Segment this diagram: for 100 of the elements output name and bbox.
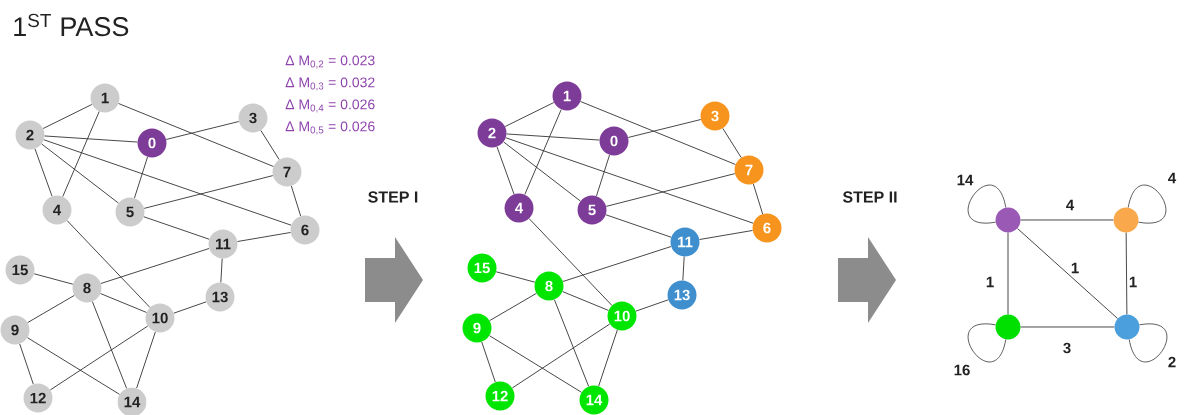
graph-edge <box>165 121 240 140</box>
community-node <box>995 207 1021 233</box>
graph-node: 5 <box>577 195 607 225</box>
graph-node: 3 <box>700 101 730 131</box>
graph-edge <box>1127 184 1167 224</box>
graph-node: 7 <box>272 157 302 187</box>
edge-label: 1 <box>1069 261 1081 275</box>
graph-edge <box>635 299 669 312</box>
graph-edge <box>967 323 1007 363</box>
graph-edge <box>136 331 156 389</box>
graph-edge <box>598 329 618 387</box>
graph-edge <box>143 216 210 240</box>
step-label: STEP II <box>842 191 897 203</box>
graph-edge <box>1020 326 1115 328</box>
graph-edge <box>580 101 736 165</box>
edge-label: 2 <box>1166 355 1178 369</box>
delta-modularity: Δ M$_{0,2}$ = 0.023 <box>285 55 375 69</box>
graph-node: 12 <box>23 383 53 413</box>
edge-label: 3 <box>1061 341 1073 355</box>
graph-edge <box>1020 219 1114 221</box>
graph-node: 8 <box>534 271 564 301</box>
graph-node: 14 <box>579 385 609 415</box>
graph-node: 9 <box>462 313 492 343</box>
graph-node: 12 <box>485 381 515 411</box>
graph-edge <box>682 256 685 281</box>
step-label: STEP I <box>368 191 418 203</box>
graph-edge <box>722 128 742 158</box>
graph-edge <box>496 146 515 195</box>
graph-edge <box>143 175 274 209</box>
graph-node: 0 <box>599 126 629 156</box>
graph-node: 4 <box>42 195 72 225</box>
graph-node: 2 <box>15 120 45 150</box>
delta-modularity: Δ M$_{0,3}$ = 0.032 <box>285 77 375 91</box>
edge-label: 14 <box>955 173 975 187</box>
graph-node: 6 <box>290 215 320 245</box>
graph-edge <box>495 271 536 283</box>
graph-edge <box>524 109 562 195</box>
graph-edge <box>19 343 34 385</box>
graph-edge <box>237 232 291 242</box>
graph-edge <box>553 299 590 387</box>
graph-edge <box>100 248 210 284</box>
graph-edge <box>627 119 702 138</box>
graph-edge <box>27 294 75 324</box>
graph-edge <box>489 335 582 393</box>
edge-label: 4 <box>1064 198 1076 212</box>
graph-edge <box>967 184 1007 224</box>
graph-node: 13 <box>667 280 697 310</box>
edge-label: 4 <box>1166 171 1178 185</box>
community-node <box>1114 314 1140 340</box>
graph-node: 10 <box>145 303 175 333</box>
graph-node: 1 <box>90 83 120 113</box>
graph-edge <box>1007 232 1009 315</box>
graph-node: 5 <box>115 197 145 227</box>
graph-node: 13 <box>205 282 235 312</box>
graph-node: 6 <box>752 213 782 243</box>
graph-edge <box>562 291 609 311</box>
graph-edge <box>220 258 223 283</box>
graph-edge <box>33 273 74 285</box>
graph-node: 4 <box>504 193 534 223</box>
graph-edge <box>605 214 672 238</box>
graph-edge <box>1125 232 1128 315</box>
graph-node: 14 <box>117 387 147 415</box>
graph-node: 3 <box>238 103 268 133</box>
graph-edge <box>1128 323 1168 363</box>
graph-node: 9 <box>0 315 30 345</box>
graph-node: 15 <box>467 253 497 283</box>
graph-edge <box>260 130 280 160</box>
graph-node: 11 <box>670 227 700 257</box>
graph-node: 11 <box>208 229 238 259</box>
graph-node: 8 <box>72 273 102 303</box>
graph-edge <box>481 341 496 383</box>
edge-label: 1 <box>1127 275 1139 289</box>
graph-edge <box>290 185 302 217</box>
graph-edge <box>752 183 764 215</box>
edge-label: 16 <box>952 363 972 377</box>
graph-edge <box>506 133 600 141</box>
graph-edge <box>44 135 138 143</box>
graph-edge <box>596 154 610 197</box>
graph-node: 7 <box>734 155 764 185</box>
graph-edge <box>605 173 736 207</box>
graph-edge <box>511 323 611 389</box>
graph-edge <box>49 325 149 391</box>
graph-edge <box>528 218 613 306</box>
edge-label: 1 <box>984 275 996 289</box>
delta-modularity: Δ M$_{0,4}$ = 0.026 <box>285 99 375 113</box>
graph-edge <box>503 141 581 202</box>
community-node <box>995 314 1021 340</box>
graph-edge <box>699 230 753 240</box>
graph-edge <box>34 148 53 197</box>
graph-edge <box>100 293 147 313</box>
graph-edge <box>562 246 672 282</box>
graph-edge <box>42 104 93 129</box>
title: 1$^{ST}$ PASS <box>14 13 129 37</box>
graph-edge <box>504 102 555 127</box>
graph-edge <box>1017 228 1118 319</box>
graph-node: 0 <box>137 128 167 158</box>
community-node <box>1113 207 1139 233</box>
graph-node: 15 <box>5 255 35 285</box>
graph-edge <box>66 220 151 308</box>
graph-edge <box>62 111 100 197</box>
